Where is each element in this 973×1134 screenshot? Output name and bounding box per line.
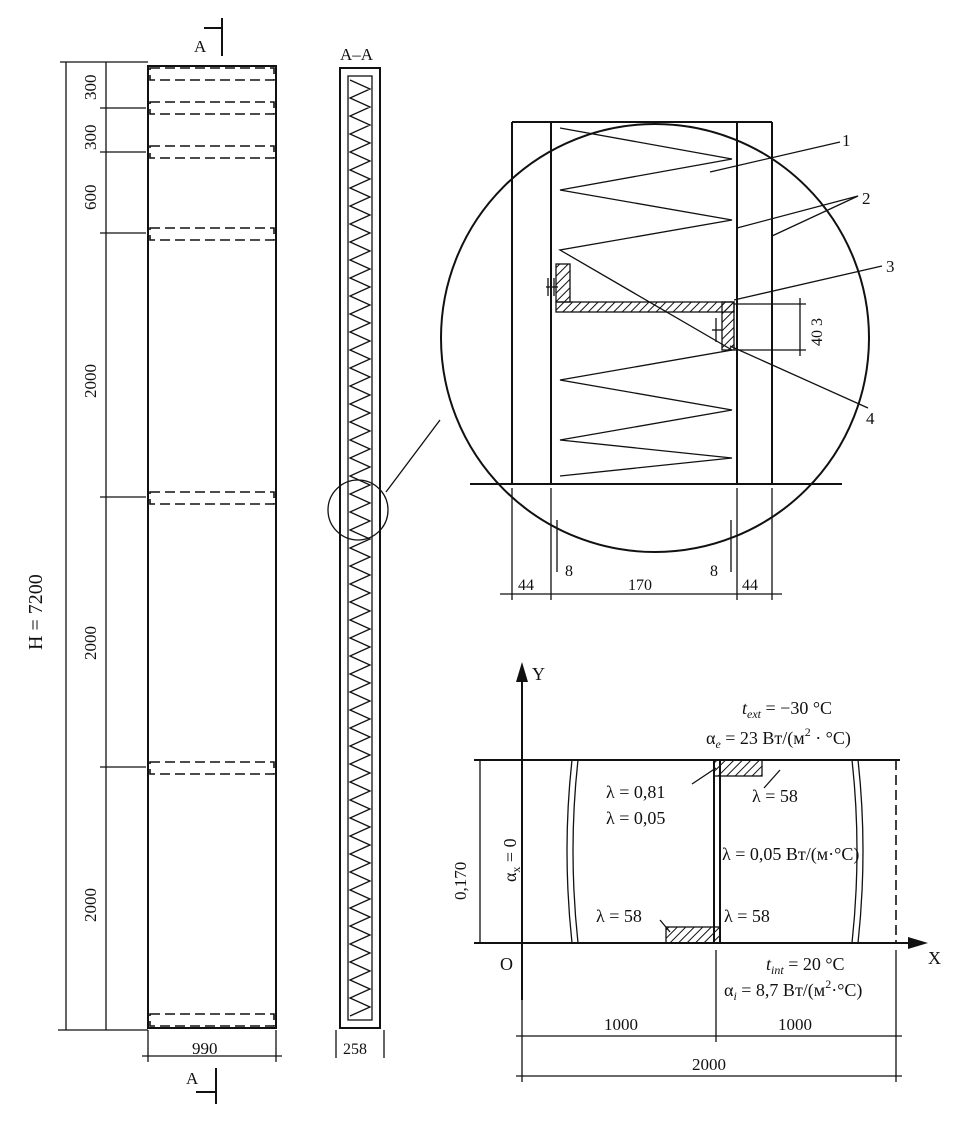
svg-text:A: A <box>186 1069 199 1088</box>
section-marker-bottom: A <box>186 1068 217 1104</box>
model-dim-right: 1000 <box>778 1015 812 1034</box>
panel-elevation: 990 H = 7200 300 300 600 2000 2000 2000 … <box>25 18 282 1104</box>
svg-text:A: A <box>194 37 207 56</box>
callout-2: 2 <box>862 189 871 208</box>
lambda-label-58-bottom-left: λ = 58 <box>596 906 642 926</box>
detail-dim-44-left: 44 <box>518 577 534 594</box>
detail-dim-8-right: 8 <box>710 563 718 580</box>
section-view: A–A 258 <box>327 45 441 1058</box>
detail-dim-8-left: 8 <box>565 563 573 580</box>
joint-lines <box>149 67 275 1027</box>
lambda-label-005-units: λ = 0,05 Вт/(м·°C) <box>722 844 859 865</box>
section-marker-top: A <box>194 18 223 56</box>
model-dim-total: 2000 <box>692 1055 726 1074</box>
callout-4: 4 <box>866 409 875 428</box>
section-width-label: 258 <box>343 1041 367 1058</box>
panel-height-label: H = 7200 <box>25 574 47 650</box>
lambda-label-58-top: λ = 58 <box>752 786 798 806</box>
segment-label-5: 2000 <box>81 626 100 660</box>
callout-1: 1 <box>842 131 851 150</box>
alpha-i-label: αi = 8,7 Вт/(м2·°C) <box>724 977 862 1003</box>
lambda-label-081: λ = 0,81 <box>606 782 665 802</box>
alpha-x-label: αx = 0 <box>500 838 523 882</box>
segment-ticks <box>100 107 146 768</box>
computational-model: Y X O 1000 1000 2000 0,170 αx = 0 text = <box>451 662 941 1082</box>
lambda-label-005: λ = 0,05 <box>606 808 665 828</box>
panel-width-label: 990 <box>192 1039 218 1058</box>
segment-label-3: 600 <box>81 185 100 211</box>
callout-3: 3 <box>886 257 895 276</box>
segment-label-4: 2000 <box>81 364 100 398</box>
detail-dim-right: 40 3 <box>809 318 826 346</box>
x-axis-label: X <box>928 948 941 968</box>
origin-label: O <box>500 954 513 974</box>
segment-label-6: 2000 <box>81 888 100 922</box>
detail-view: 40 3 1 2 3 4 44 8 170 8 44 <box>440 121 895 600</box>
section-title: A–A <box>340 45 374 64</box>
lambda-label-58-bottom-right: λ = 58 <box>724 906 770 926</box>
detail-dim-44-right: 44 <box>742 577 758 594</box>
t-int-label: tint = 20 °C <box>766 954 845 977</box>
t-ext-label: text = −30 °C <box>742 698 832 721</box>
segment-label-1: 300 <box>81 75 100 101</box>
model-height-label: 0,170 <box>451 862 470 900</box>
alpha-e-label: αe = 23 Вт/(м2 · °C) <box>706 725 851 751</box>
model-dim-left: 1000 <box>604 1015 638 1034</box>
segment-label-2: 300 <box>81 125 100 151</box>
detail-locator-circle <box>327 479 389 541</box>
y-axis-label: Y <box>532 664 545 684</box>
detail-dim-170: 170 <box>628 577 652 594</box>
